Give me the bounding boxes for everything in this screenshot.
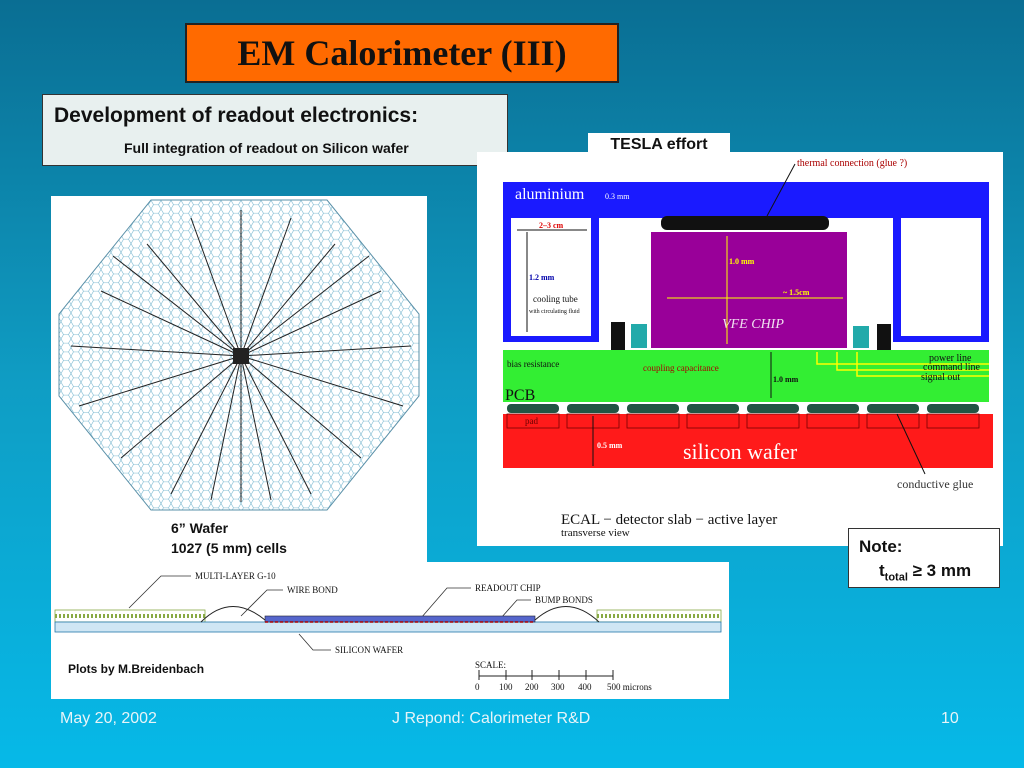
label-pcb: PCB [505,387,535,404]
label-signal: signal out [921,372,960,383]
note-value: ttotal ≥ 3 mm [879,561,971,583]
scale-tick-5: 500 microns [607,682,652,692]
silicon-wafer-layer [503,414,993,468]
tesla-effort-label: TESLA effort [588,133,730,155]
wafer-caption-line2: 1027 (5 mm) cells [171,540,287,556]
scale-tick-1: 100 [499,682,513,692]
note-t: t [879,561,885,580]
scale-tick-0: 0 [475,682,480,692]
wafer-caption: 6” Wafer 1027 (5 mm) cells [171,518,287,558]
label-command: command line [923,362,980,373]
development-subheading: Full integration of readout on Silicon w… [124,140,409,156]
bump-bond-diagram: MULTI-LAYER G-10 WIRE BOND READOUT CHIP … [54,571,722,692]
label-al-thickness: 0.3 mm [605,192,630,201]
conductive-glue-pads [507,404,979,413]
cross-section [54,606,722,633]
label-aluminium: aluminium [515,186,585,203]
scale-tick-2: 200 [525,682,539,692]
label-cooling: cooling tube [533,294,578,304]
development-box: Development of readout electronics: Full… [42,94,508,166]
plots-credit: Plots by M.Breidenbach [68,662,205,676]
label-slab-view: transverse view [561,527,630,539]
bump-bond-figure: MULTI-LAYER G-10 WIRE BOND READOUT CHIP … [51,562,729,699]
note-box: Note: ttotal ≥ 3 mm [848,528,1000,588]
footer-page-number: 10 [941,710,959,727]
note-label: Note: [859,537,903,556]
label-wafer-thickness: 0.5 mm [597,441,623,450]
label-silicon: silicon wafer [683,439,798,464]
vfe-chip [651,232,847,348]
detector-slab-diagram: aluminium 0.3 mm thermal connection (glu… [503,158,993,539]
label-vfe-chip: VFE CHIP [722,317,784,332]
wafer-traces [70,210,412,502]
label-height: 1.2 mm [529,273,555,282]
footer-center: J Repond: Calorimeter R&D [392,710,591,727]
label-coupling: coupling capacitance [643,363,719,373]
label-thermal: thermal connection (glue ?) [797,158,907,169]
scale-tick-4: 400 [578,682,592,692]
footer-date: May 20, 2002 [60,710,157,727]
label-gap: 2–3 cm [539,221,564,230]
label-readout-chip: READOUT CHIP [475,583,541,593]
label-silicon-wafer: SILICON WAFER [335,645,403,655]
thermal-glue [661,216,829,230]
development-heading: Development of readout electronics: [54,104,419,127]
wafer-caption-line1: 6” Wafer [171,520,229,536]
scale-bar: 0 100 200 300 400 500 microns [475,670,652,692]
wafer-figure: 6” Wafer 1027 (5 mm) cells [51,196,427,564]
label-cooling-sub: with circulating fluid [529,308,580,315]
coupling-capacitor [631,324,647,348]
scale-tick-3: 300 [551,682,565,692]
bias-resistor [611,322,625,350]
note-subscript: total [884,571,908,584]
label-bias: bias resistance [507,359,559,369]
label-multilayer: MULTI-LAYER G-10 [195,571,276,581]
label-wire-bond: WIRE BOND [287,585,338,595]
note-threshold: ≥ 3 mm [907,561,972,580]
label-chip-height: 1.0 mm [729,257,755,266]
slide-title: EM Calorimeter (III) [185,23,619,83]
label-power: power line [929,353,972,364]
label-chip-width: ~ 1.5cm [783,288,810,297]
label-slab-title: ECAL − detector slab − active layer [561,512,777,528]
label-glue: conductive glue [897,477,973,491]
label-scale: SCALE: [475,660,506,670]
label-pad: pad [525,416,538,426]
wafer-diagram [58,199,420,511]
label-bump-bonds: BUMP BONDS [535,595,593,605]
wafer-chip [233,348,249,364]
detector-slab-figure: aluminium 0.3 mm thermal connection (glu… [477,152,1003,546]
label-pcb-height: 1.0 mm [773,375,799,384]
